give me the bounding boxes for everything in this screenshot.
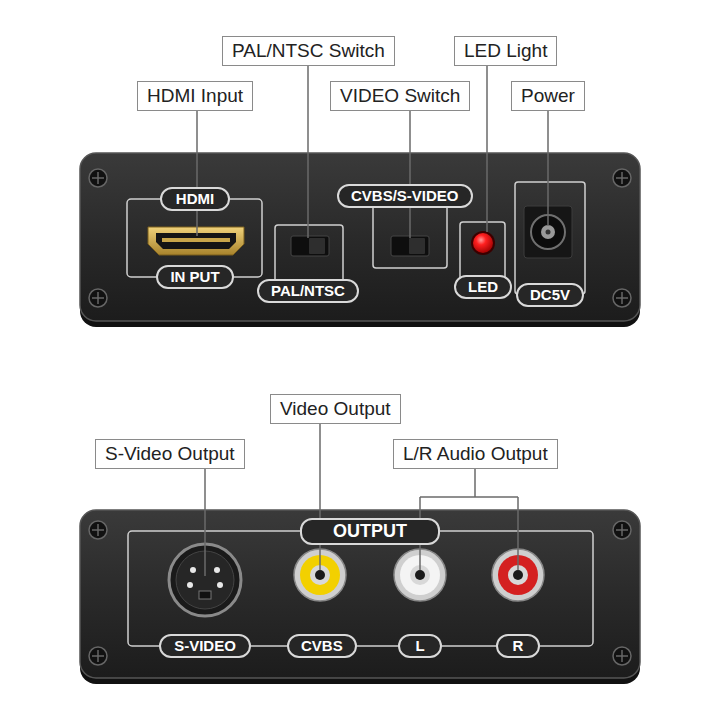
panel-label: CVBS/S-VIDEO — [337, 184, 473, 208]
callout-box: Video Output — [270, 394, 401, 424]
switch-knob — [409, 238, 425, 254]
hdmi-contacts — [162, 238, 230, 242]
panel-label-text: R — [513, 637, 524, 655]
led-bezel — [471, 231, 495, 255]
callout-box: Power — [511, 81, 585, 111]
panel-label: LED — [454, 275, 512, 299]
callout-text: Video Output — [280, 398, 391, 420]
callout-box: HDMI Input — [137, 81, 253, 111]
callout-box: S-Video Output — [95, 439, 245, 469]
callout-box: PAL/NTSC Switch — [222, 36, 395, 66]
led-light — [473, 233, 493, 253]
callout-box: VIDEO Switch — [330, 81, 470, 111]
hdmi-slot — [156, 233, 236, 249]
panel-label: CVBS — [287, 634, 357, 658]
slide-switch — [391, 236, 429, 256]
callout-box: LED Light — [454, 36, 557, 66]
panel-label-text: HDMI — [176, 190, 214, 208]
hdmi-port — [148, 227, 244, 255]
callout-box: L/R Audio Output — [393, 439, 558, 469]
dc-jack-pin — [541, 225, 555, 239]
callout-text: Power — [521, 85, 575, 107]
panel-label: OUTPUT — [300, 518, 440, 545]
callout-text: S-Video Output — [105, 443, 235, 465]
switch-knob — [309, 238, 325, 254]
panel-label-text: IN PUT — [170, 268, 219, 286]
panel-label: L — [398, 634, 442, 658]
panel-label: IN PUT — [156, 265, 234, 289]
panel-label: R — [496, 634, 540, 658]
slide-switch — [291, 236, 329, 256]
panel-label: S-VIDEO — [159, 634, 251, 658]
panel-label-text: LED — [468, 278, 498, 296]
panel-label-text: CVBS/S-VIDEO — [351, 187, 459, 205]
panel-label: DC5V — [516, 283, 584, 307]
callout-text: L/R Audio Output — [403, 443, 548, 465]
panel-label-text: S-VIDEO — [174, 637, 236, 655]
panel-label: PAL/NTSC — [257, 279, 359, 303]
callout-text: HDMI Input — [147, 85, 243, 107]
panel-label-text: CVBS — [301, 637, 343, 655]
rear-panel — [80, 510, 640, 678]
panel-label-text: OUTPUT — [333, 521, 407, 542]
panel-label: HDMI — [160, 187, 230, 211]
front-panel — [80, 153, 640, 321]
s-video-key — [199, 591, 211, 599]
panel-label-text: PAL/NTSC — [271, 282, 345, 300]
region-outline — [128, 531, 593, 646]
panel-label-text: DC5V — [530, 286, 570, 304]
callout-text: PAL/NTSC Switch — [232, 40, 385, 62]
callout-text: VIDEO Switch — [340, 85, 460, 107]
dc-jack-center — [546, 230, 551, 235]
callout-text: LED Light — [464, 40, 547, 62]
panel-label-text: L — [415, 637, 424, 655]
region-outline — [127, 182, 585, 294]
screw — [89, 169, 631, 307]
